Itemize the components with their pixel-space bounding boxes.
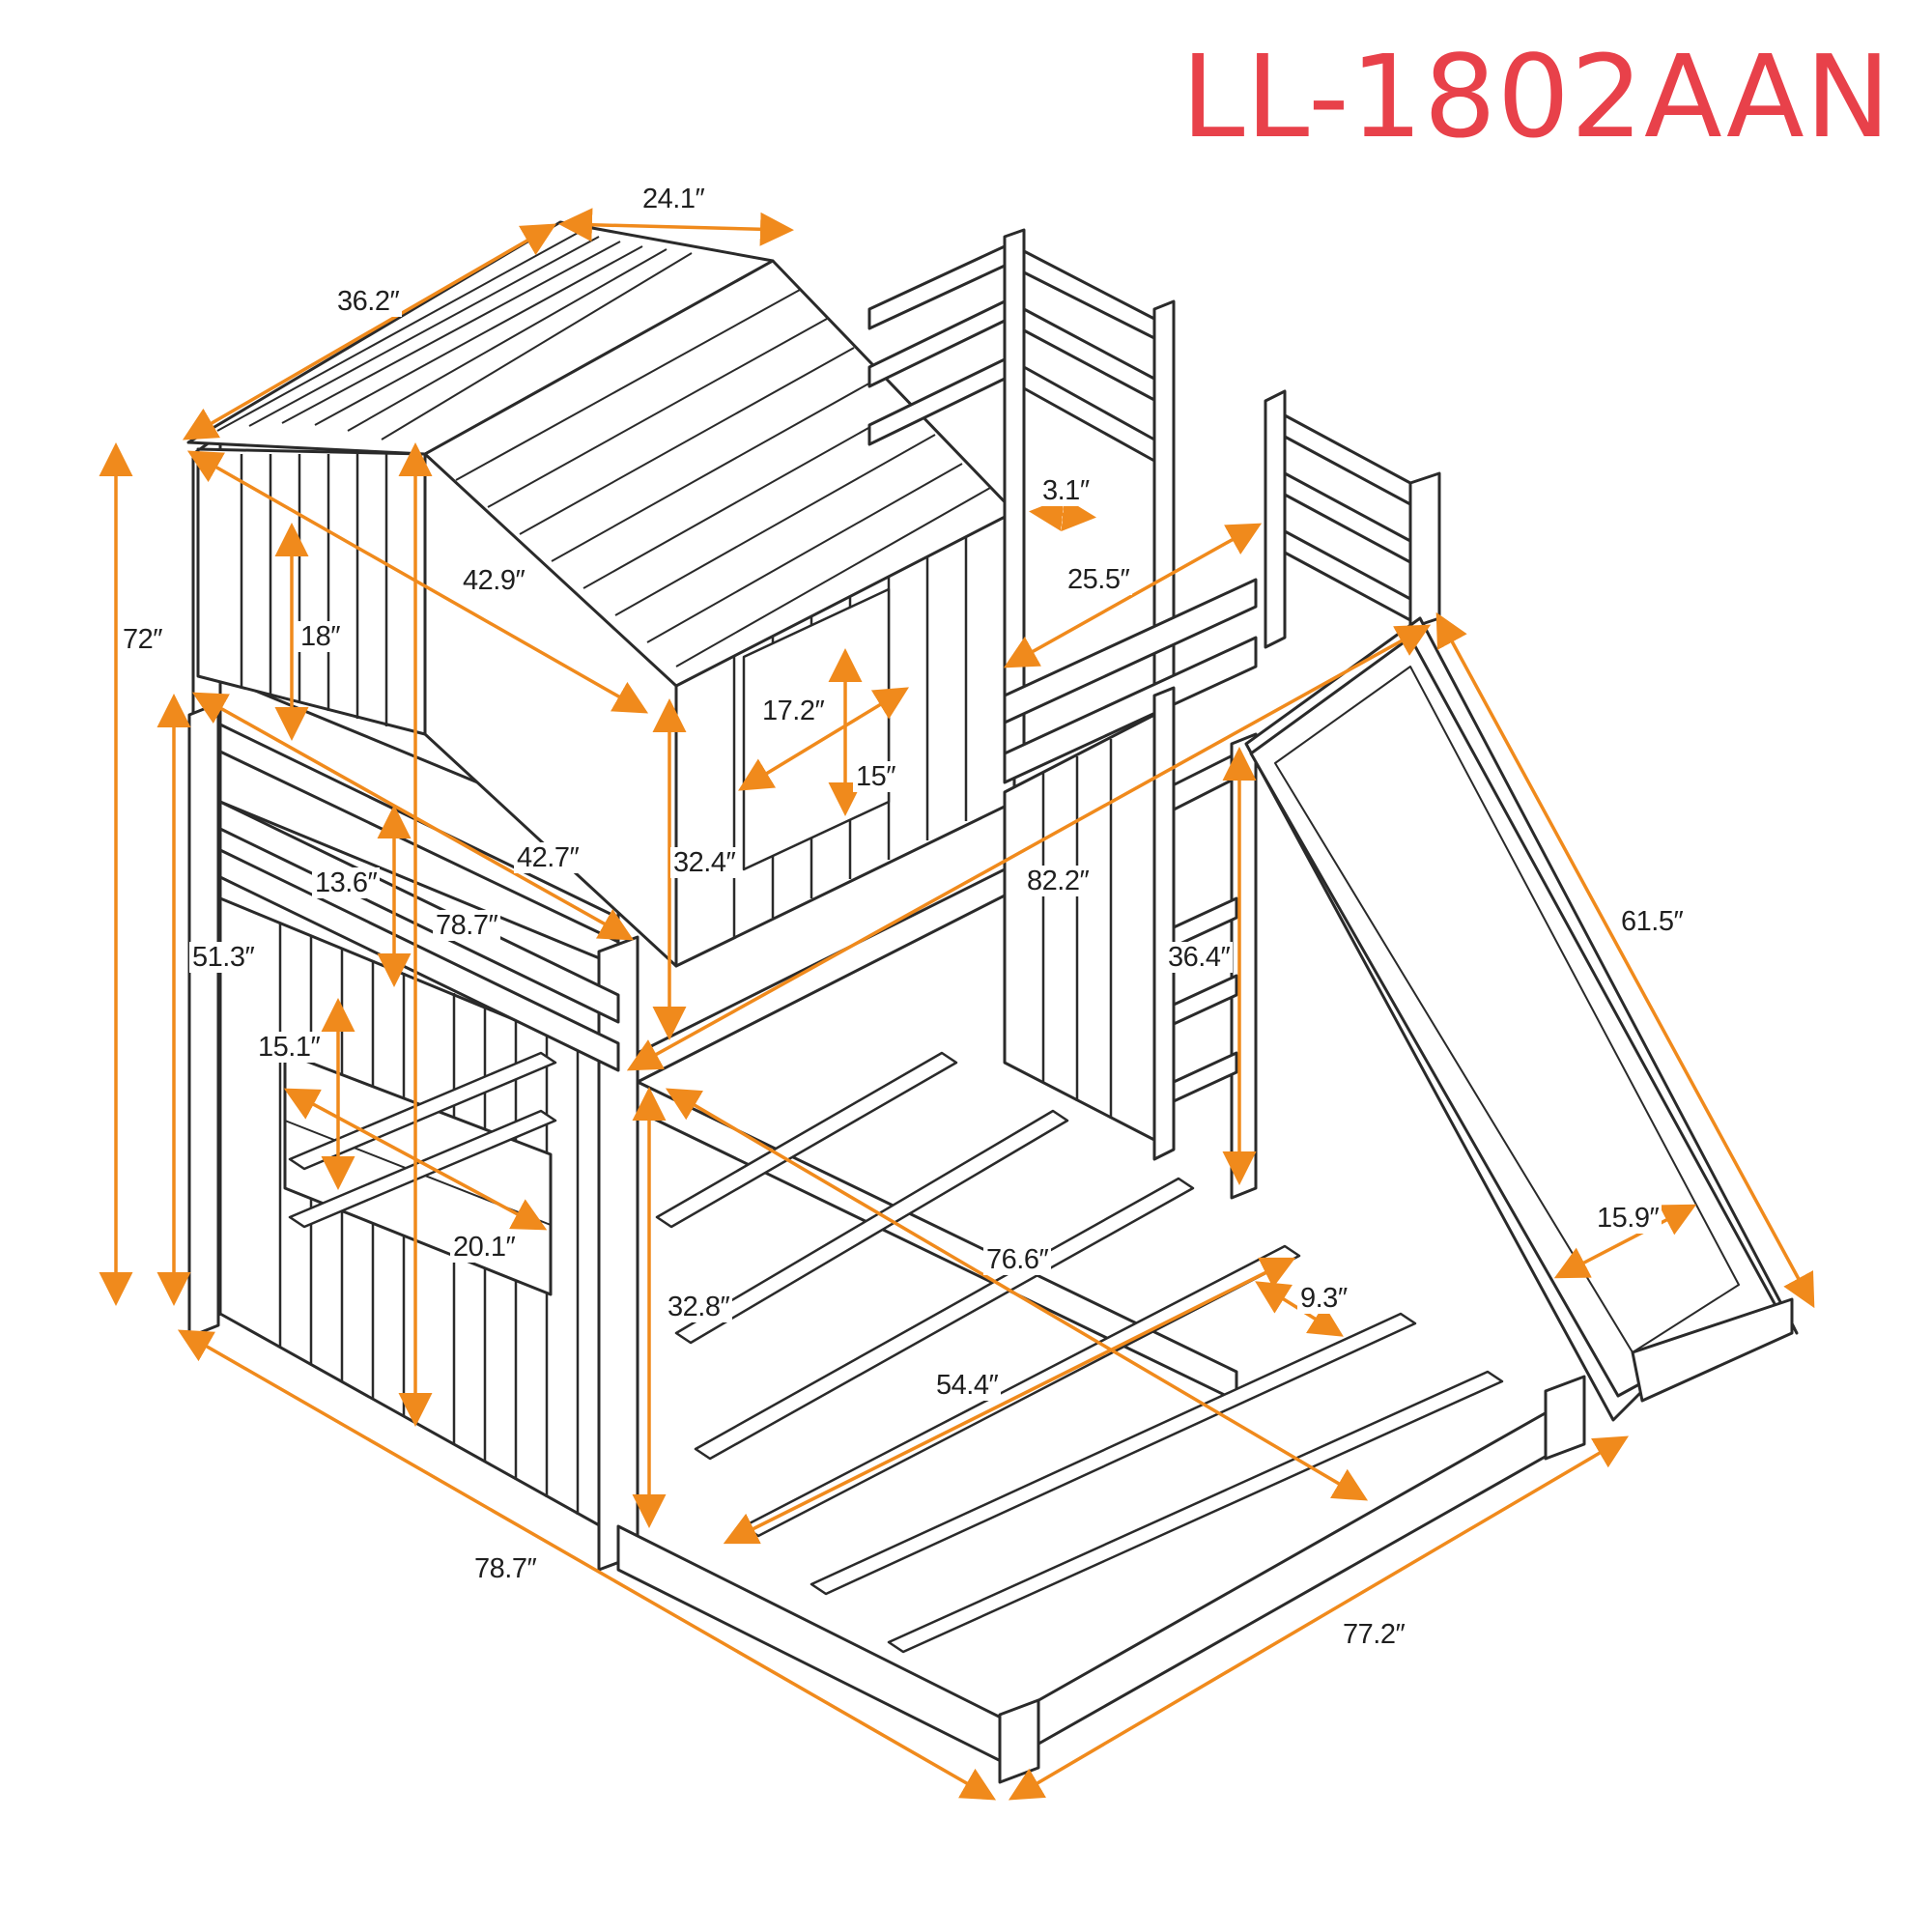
dim-arrow-upper-diagonal: [186, 450, 649, 714]
dim-arrow-overall-width: [177, 1329, 997, 1801]
dim-label-upper-rail-height: 13.6″: [312, 867, 381, 898]
dim-label-upper-bed: 78.7″: [433, 910, 501, 941]
dim-arrow-lower-diagonal: [665, 1088, 1369, 1501]
dim-label-lower-bed-width: 54.4″: [933, 1370, 1002, 1401]
dim-arrow-slat-gap: [1029, 497, 1096, 531]
dim-label-total-height: 72″: [120, 624, 166, 655]
dim-label-upper-rail-total: 82.2″: [1024, 866, 1093, 896]
dim-label-roof-side: 36.2″: [334, 286, 403, 317]
dim-arrow-roof-side: [182, 223, 557, 440]
dim-label-window-upper: 18″: [298, 621, 344, 652]
dim-label-ladder-height: 36.4″: [1165, 942, 1234, 973]
dim-arrow-slide-width: [1553, 1204, 1697, 1279]
dim-label-slide-width: 15.9″: [1594, 1203, 1662, 1234]
dim-label-slat-gap: 3.1″: [1039, 475, 1093, 506]
dim-label-roof-front: 24.1″: [639, 184, 708, 214]
dim-label-upper-diagonal: 42.9″: [460, 565, 528, 596]
dim-label-step-gap: 9.3″: [1297, 1283, 1350, 1314]
dim-label-lower-diagonal: 76.6″: [983, 1244, 1052, 1275]
dim-label-lower-window-height: 15.1″: [255, 1032, 324, 1063]
dim-label-slide-length: 61.5″: [1618, 906, 1687, 937]
dim-arrow-slide-length: [1435, 611, 1815, 1309]
dim-arrow-roof-front: [558, 208, 794, 246]
dim-label-door-width: 17.2″: [759, 696, 828, 726]
dim-arrow-guard-rail: [1003, 523, 1263, 668]
dim-arrow-overall-length: [1008, 1435, 1630, 1801]
dim-label-door-height: 15″: [853, 761, 899, 792]
dim-arrow-lower-bed-width: [723, 1257, 1296, 1545]
dim-arrow-lower-window-width: [283, 1088, 548, 1231]
dim-label-lower-post: 32.8″: [665, 1292, 733, 1322]
dim-arrow-upper-rail: [191, 692, 635, 941]
dim-label-post-upper: 32.4″: [670, 847, 739, 878]
dim-label-upper-rail: 42.7″: [514, 842, 582, 873]
dim-arrow-upper-rail-total: [626, 624, 1432, 1071]
model-code: LL-1802AAN: [1180, 30, 1891, 163]
dim-label-side-height: 51.3″: [189, 942, 258, 973]
dim-label-overall-width: 78.7″: [471, 1553, 540, 1584]
dim-label-lower-window-width: 20.1″: [450, 1232, 519, 1263]
dim-label-guard-rail: 25.5″: [1065, 564, 1133, 595]
dim-label-overall-length: 77.2″: [1340, 1619, 1408, 1650]
